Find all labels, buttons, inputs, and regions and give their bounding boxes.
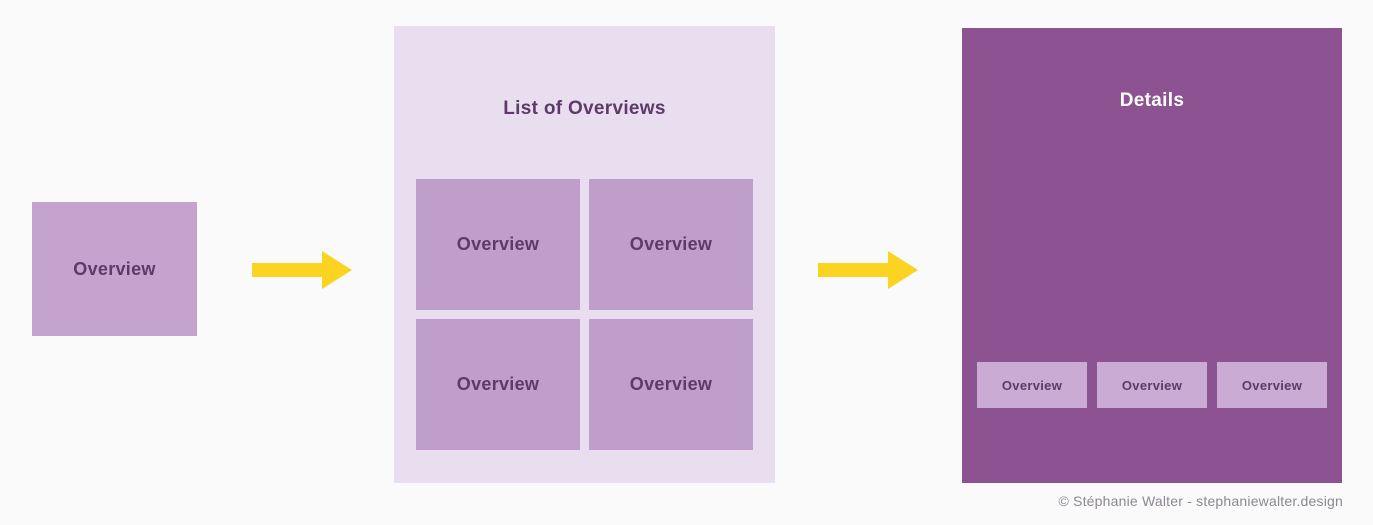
list-of-overviews-panel: List of Overviews Overview Overview Over… [394, 26, 775, 483]
overview-grid-card: Overview [589, 319, 753, 450]
details-overview-card-label: Overview [1121, 377, 1183, 393]
details-overview-card: Overview [1217, 362, 1327, 408]
overview-grid: Overview Overview Overview Overview [416, 179, 753, 450]
overview-grid-card: Overview [416, 179, 580, 310]
overview-grid-card: Overview [589, 179, 753, 310]
overview-grid-card: Overview [416, 319, 580, 450]
right-arrow-icon [252, 251, 352, 289]
details-overview-card-label: Overview [1241, 377, 1303, 393]
list-panel-title: List of Overviews [503, 98, 666, 119]
copyright-credit: © Stéphanie Walter - stephaniewalter.des… [1058, 493, 1343, 509]
overview-grid-card-label: Overview [629, 234, 713, 254]
right-arrow-icon [818, 251, 918, 289]
overview-grid-card-label: Overview [456, 234, 540, 254]
details-overview-card-label: Overview [1001, 377, 1063, 393]
details-overview-row: Overview Overview Overview [977, 362, 1327, 408]
details-overview-card: Overview [1097, 362, 1207, 408]
overview-grid-card-label: Overview [629, 374, 713, 394]
overview-card: Overview [32, 202, 197, 336]
details-panel: Details Overview Overview Overview [962, 28, 1342, 483]
details-panel-title: Details [1119, 90, 1185, 111]
overview-grid-card-label: Overview [456, 374, 540, 394]
overview-card-label: Overview [73, 258, 156, 279]
details-overview-card: Overview [977, 362, 1087, 408]
